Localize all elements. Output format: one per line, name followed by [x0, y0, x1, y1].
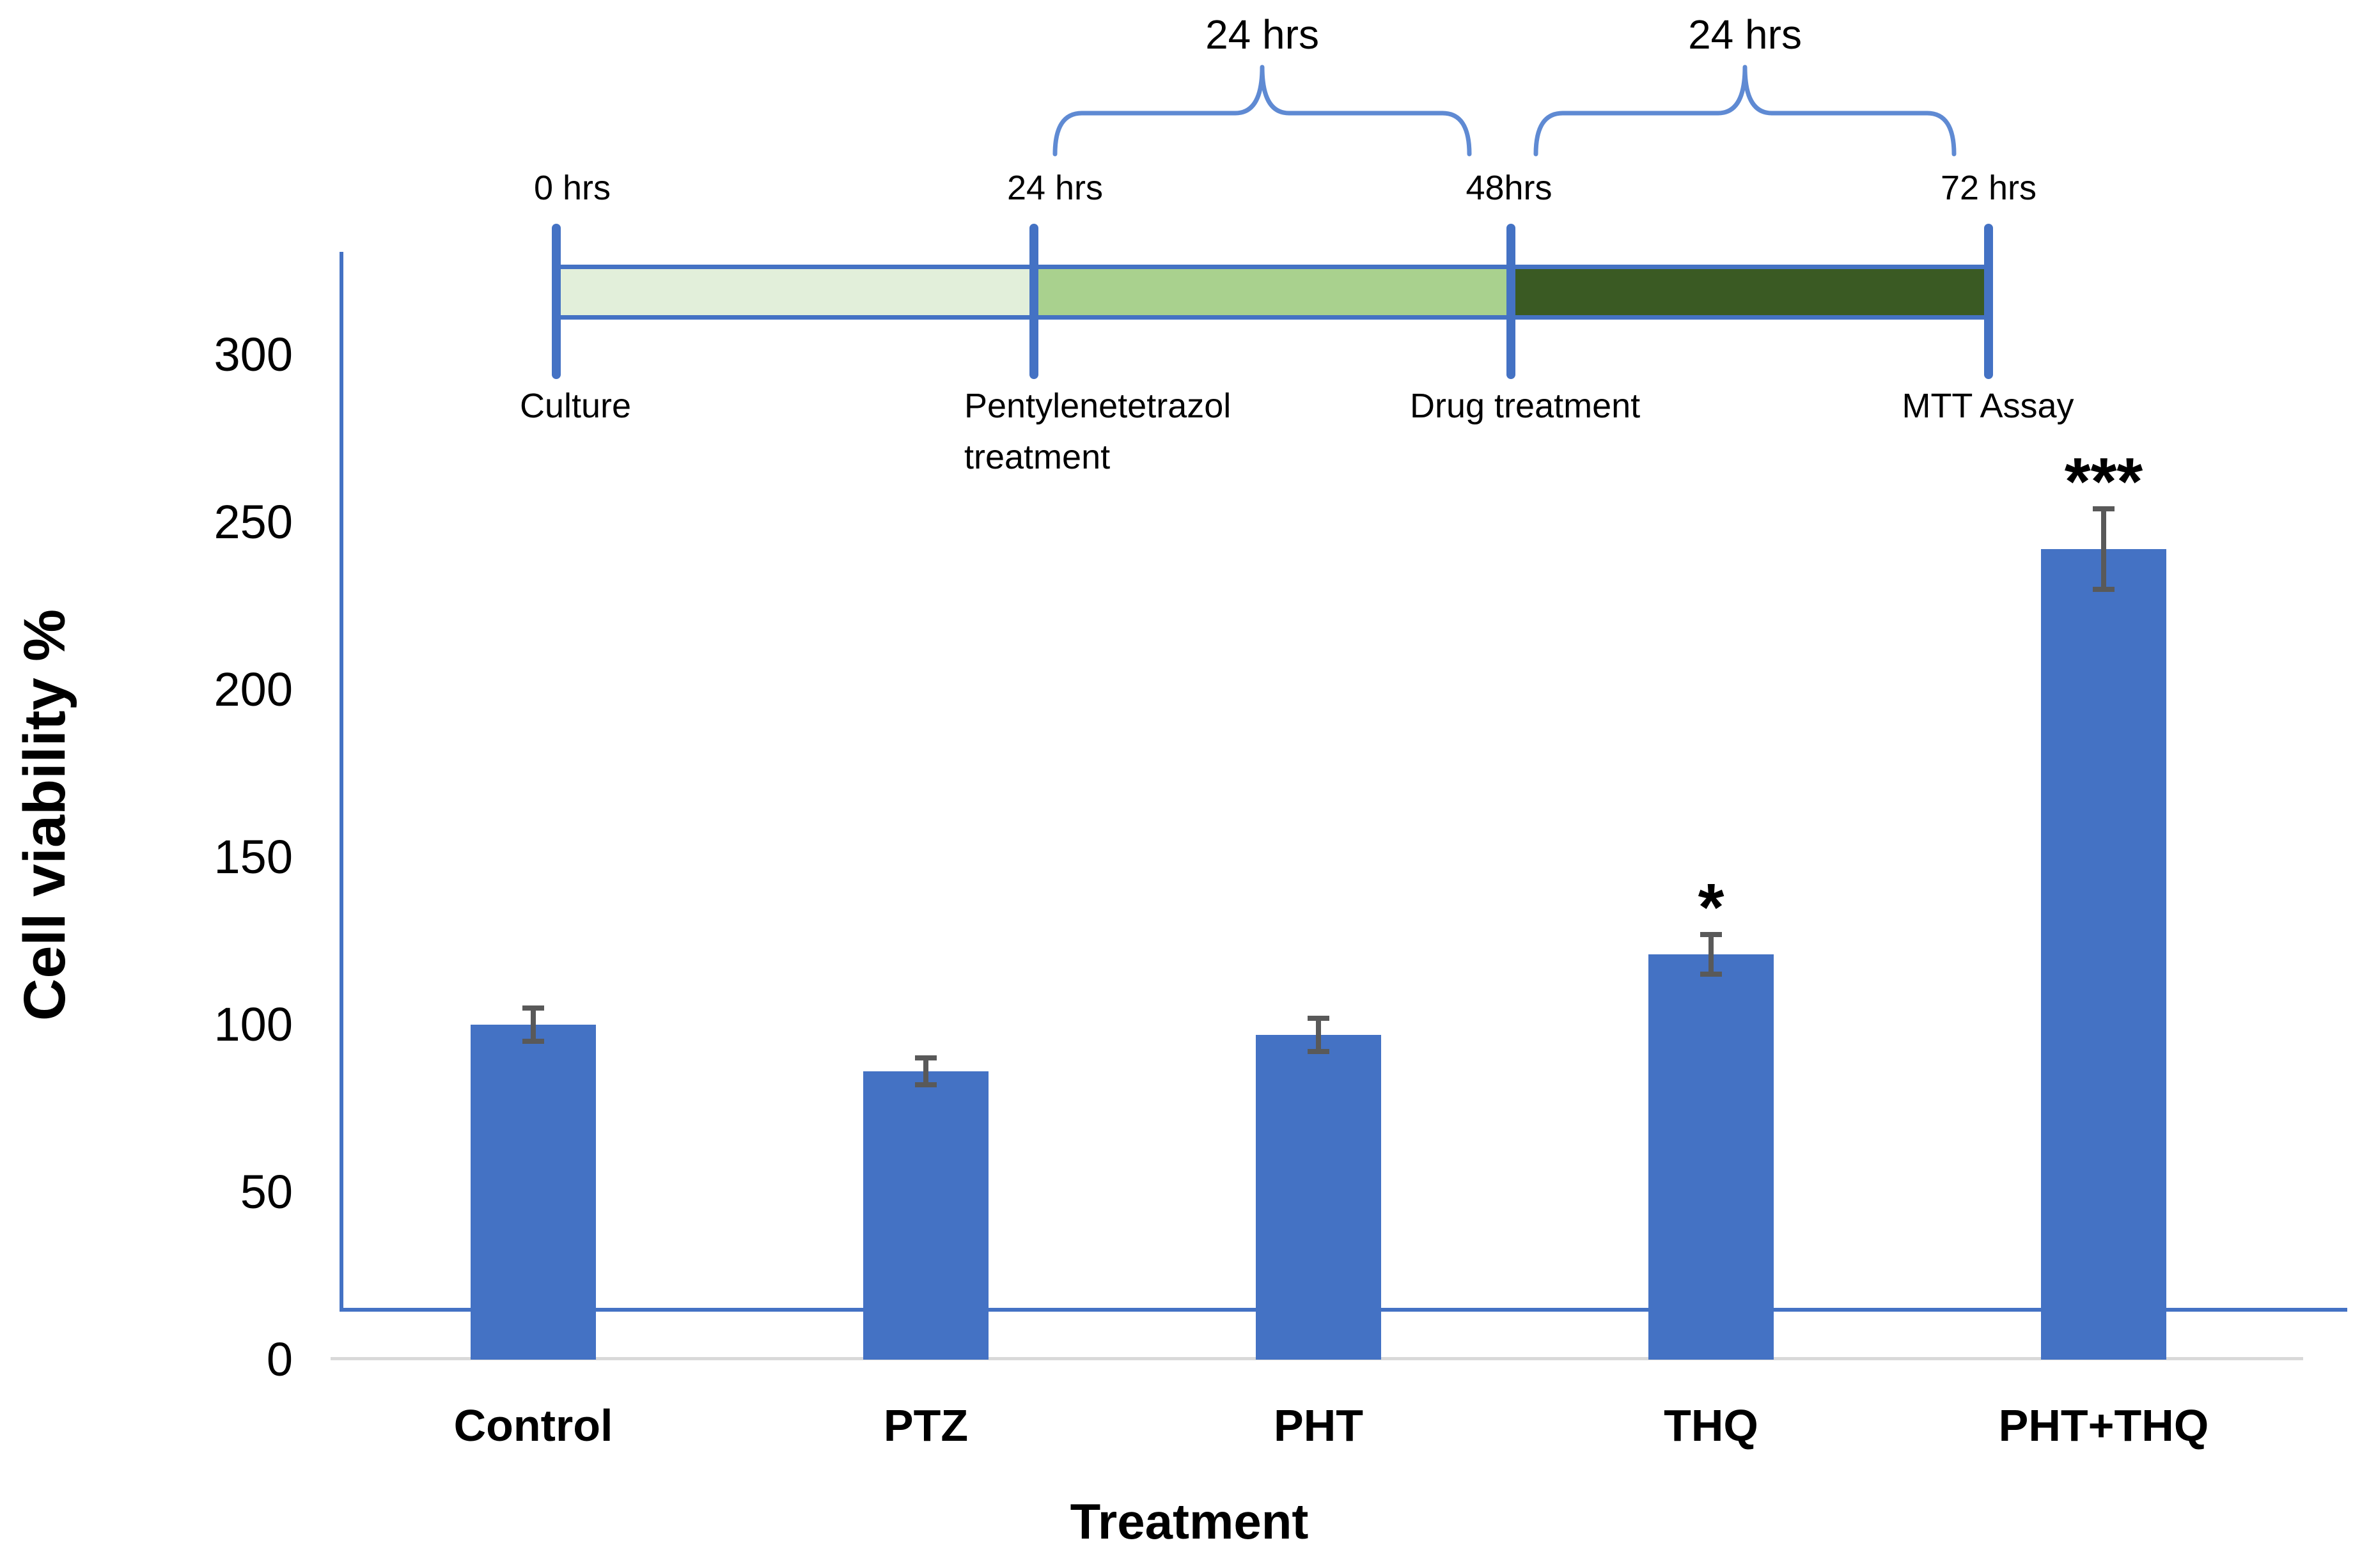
category-label: THQ: [1664, 1401, 1758, 1450]
error-bar-cap: [1700, 931, 1722, 937]
error-bar: [531, 1007, 536, 1042]
bar: [2041, 548, 2166, 1360]
significance-annotation: *: [1698, 869, 1724, 945]
error-bar: [2101, 509, 2106, 589]
error-bar-cap: [915, 1055, 937, 1061]
error-bar-cap: [1308, 1015, 1329, 1021]
error-bar-cap: [522, 1039, 544, 1044]
timeline-stage-label: Pentylenetetrazol treatment: [964, 387, 1231, 476]
interval-label: 24 hrs: [1205, 12, 1319, 58]
bar: [863, 1071, 989, 1360]
interval-label: 24 hrs: [1688, 12, 1802, 58]
timeline-time-label: 72 hrs: [1940, 169, 2037, 207]
y-tick-label: 0: [266, 1333, 293, 1386]
timeline-segment: [556, 269, 1034, 315]
y-tick-label: 100: [214, 998, 293, 1051]
error-bar: [923, 1058, 928, 1085]
timeline-segment: [1034, 269, 1511, 315]
error-bar-cap: [2093, 506, 2115, 512]
category-label: PHT: [1274, 1401, 1363, 1450]
timeline-time-label: 0 hrs: [533, 169, 611, 207]
y-tick-label: 200: [214, 663, 293, 716]
timeline-segments: [556, 265, 1989, 320]
x-axis-title: Treatment: [1070, 1493, 1309, 1549]
y-tick-label: 150: [214, 830, 293, 883]
category-label: Control: [453, 1401, 613, 1450]
timeline-time-label: 24 hrs: [1006, 169, 1104, 207]
error-bar-cap: [915, 1082, 937, 1088]
error-bar: [1316, 1018, 1321, 1052]
interval-brace: [1533, 65, 1957, 157]
error-bar-cap: [1700, 972, 1722, 977]
timeline-stage-label: Drug treatment: [1410, 387, 1641, 425]
timeline-stage-label: Culture: [519, 387, 632, 425]
bar: [1256, 1034, 1381, 1360]
y-axis-title: Cell viability %: [12, 609, 77, 1021]
timeline-tick: [1029, 224, 1038, 379]
timeline-segment: [1511, 269, 1989, 315]
y-tick-label: 300: [214, 328, 293, 381]
y-tick-label: 50: [240, 1165, 293, 1218]
category-label: PHT+THQ: [1998, 1401, 2209, 1450]
error-bar: [1708, 934, 1714, 975]
significance-annotation: ***: [2064, 444, 2143, 520]
timeline-tick: [1984, 224, 1993, 379]
timeline-time-label: 48hrs: [1466, 169, 1552, 207]
error-bar-cap: [2093, 586, 2115, 592]
bar: [1648, 954, 1774, 1360]
timeline-stage-label: MTT Assay: [1902, 387, 2074, 425]
category-label: PTZ: [883, 1401, 969, 1450]
y-tick-label: 250: [214, 495, 293, 548]
error-bar-cap: [1308, 1048, 1329, 1054]
interval-brace: [1052, 65, 1472, 157]
timeline-tick: [552, 224, 561, 379]
timeline-tick: [1506, 224, 1515, 379]
y-axis-line: [340, 252, 343, 1312]
error-bar-cap: [522, 1005, 544, 1011]
bar: [471, 1025, 596, 1360]
